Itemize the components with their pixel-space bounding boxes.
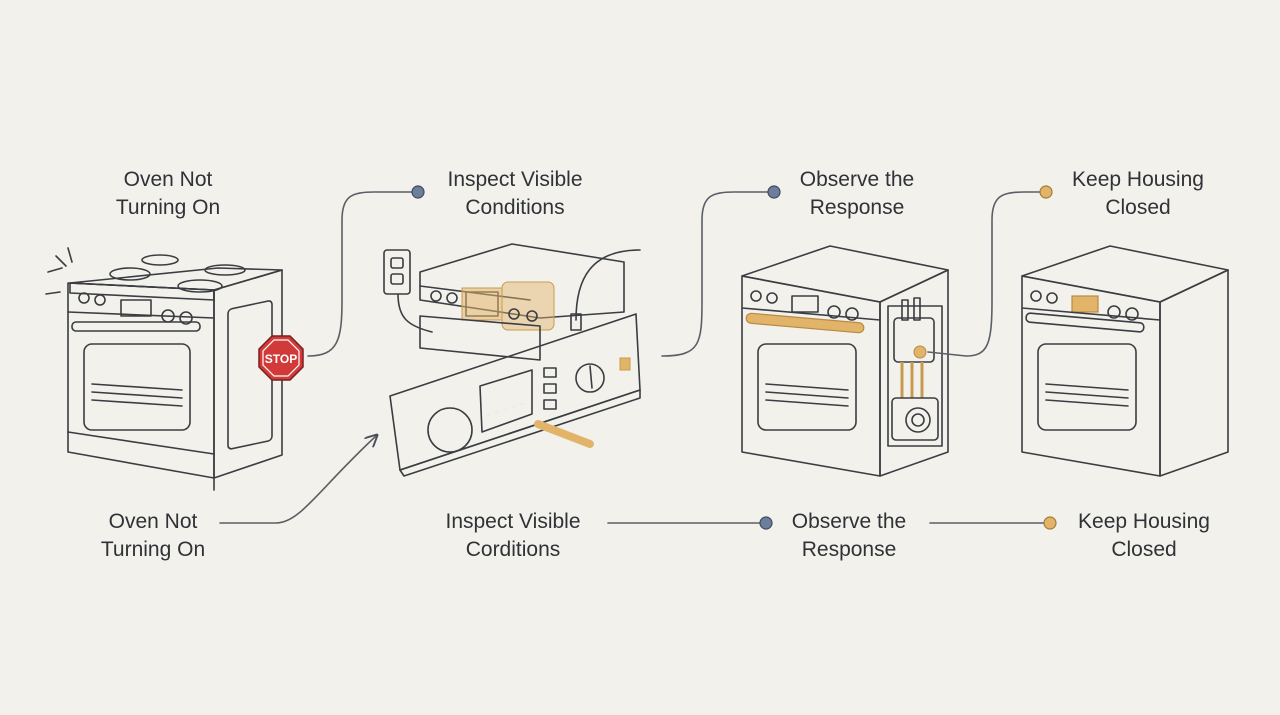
connector-2-3-top <box>661 191 769 357</box>
top-label-inspect-visible-conditions: Inspect Visible Conditions <box>447 168 583 219</box>
observe-response-illustration <box>741 245 949 477</box>
connector-3-4-top <box>927 191 1041 357</box>
oven-not-turning-on-illustration <box>45 247 283 491</box>
top-label-keep-housing-closed: Keep Housing Closed <box>1072 168 1204 219</box>
connector-dot-top-3 <box>767 185 781 199</box>
top-label-observe-the-response: Observe the Response <box>799 168 915 219</box>
connector-1-2-top <box>307 191 413 357</box>
connector-dot-bottom-3 <box>759 516 773 530</box>
bottom-label-oven-not-turning-on: Oven Not Turning On <box>100 510 206 561</box>
connector-dot-top-2 <box>411 185 425 199</box>
stop-sign-text: STOP <box>265 352 297 366</box>
stop-sign: STOP <box>258 335 304 381</box>
bottom-label-keep-housing-closed: Keep Housing Closed <box>1078 510 1210 561</box>
bottom-label-observe-the-response: Observe the Response <box>791 510 907 561</box>
housing-closed-illustration <box>1021 245 1229 477</box>
connector-1-2-bottom <box>219 436 376 524</box>
control-panel-inspection-illustration <box>383 243 641 477</box>
connector-dot-top-4 <box>1039 185 1053 199</box>
top-label-oven-not-turning-on: Oven Not Turning On <box>115 168 221 219</box>
bottom-label-inspect-visible-conditions: Inspect Visible Corditions <box>445 510 581 561</box>
connector-dot-bottom-4 <box>1043 516 1057 530</box>
